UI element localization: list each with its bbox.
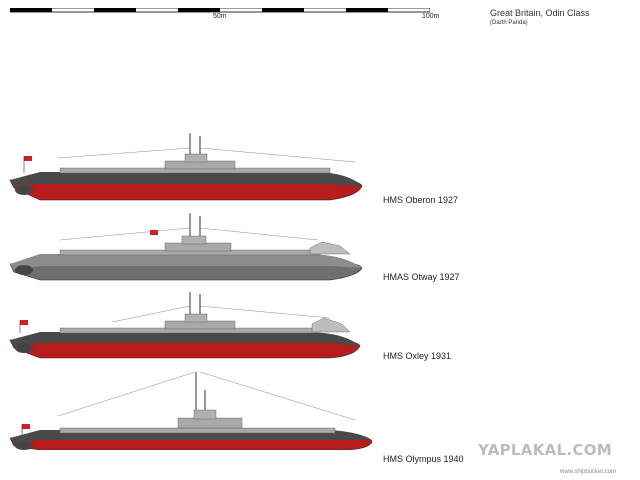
scale-label-50m: 50m (213, 13, 227, 20)
page-title: Great Britain, Odin Class (490, 8, 590, 18)
ship-label-oberon: HMS Oberon 1927 (383, 195, 459, 205)
submarine-profile-oxley (9, 292, 361, 359)
submarine-profile-olympus (9, 371, 373, 450)
submarine-profile-otway (9, 213, 363, 281)
watermark: YAPLAKAL.COM (478, 441, 612, 459)
ship-label-otway: HMAS Otway 1927 (383, 272, 460, 282)
scale-bar (10, 8, 430, 13)
ship-label-oxley: HMS Oxley 1931 (383, 351, 452, 361)
credit-text: www.shipbucket.com (560, 469, 617, 475)
scale-label-100m: 100m (422, 13, 440, 20)
ship-label-olympus: HMS Olympus 1940 (383, 454, 464, 464)
submarine-profile-oberon (9, 133, 363, 201)
page-subtitle: (Darth Panda) (490, 20, 528, 26)
